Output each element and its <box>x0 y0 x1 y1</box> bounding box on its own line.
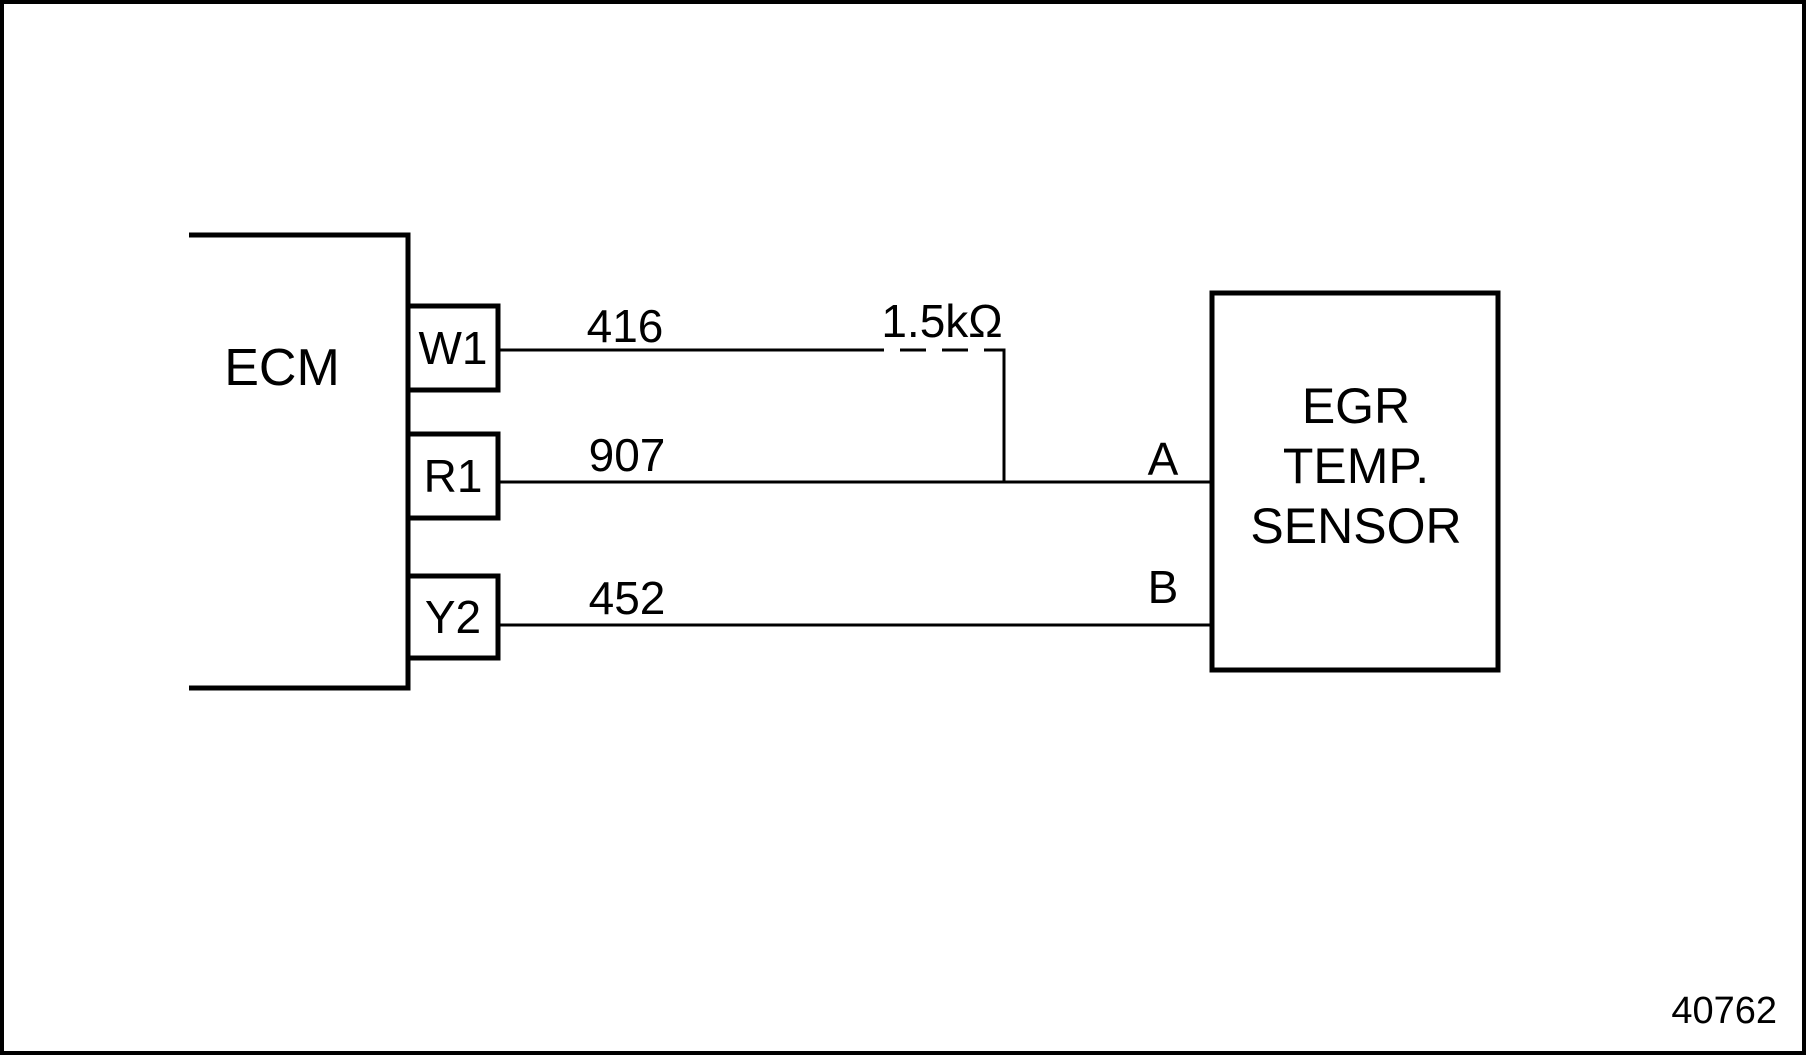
sensor-name-line-2: TEMP. <box>1283 438 1429 494</box>
wire-416-corner-drop <box>985 348 1006 482</box>
pin-r1-label: R1 <box>424 450 483 502</box>
pin-w1-label: W1 <box>419 322 488 374</box>
figure-number: 40762 <box>1671 990 1777 1032</box>
ecm-label: ECM <box>224 339 340 397</box>
pin-r1-box <box>405 431 501 521</box>
pin-y2-box <box>405 573 501 661</box>
ecm-pin-y2: Y2 <box>405 573 501 661</box>
terminal-b-label: B <box>1148 561 1179 613</box>
egr-temp-sensor: EGR TEMP. SENSOR <box>1209 290 1501 673</box>
sensor-box <box>1209 290 1501 673</box>
pin-y2-label: Y2 <box>425 591 481 643</box>
ecm-pin-r1: R1 <box>405 431 501 521</box>
wire-452: 452 B <box>498 561 1212 627</box>
wire-416-label: 416 <box>587 300 664 352</box>
wire-907: 907 A <box>498 429 1212 485</box>
terminal-a-label: A <box>1148 433 1179 485</box>
ecm-pin-w1: W1 <box>405 303 501 393</box>
sensor-name-line-1: EGR <box>1302 378 1410 434</box>
pin-w1-box <box>405 303 501 393</box>
wire-452-label: 452 <box>589 572 666 624</box>
wire-416: 416 1.5kΩ <box>498 295 1006 482</box>
resistor-label: 1.5kΩ <box>881 295 1002 347</box>
sensor-name-line-3: SENSOR <box>1250 498 1461 554</box>
wire-907-label: 907 <box>589 429 666 481</box>
